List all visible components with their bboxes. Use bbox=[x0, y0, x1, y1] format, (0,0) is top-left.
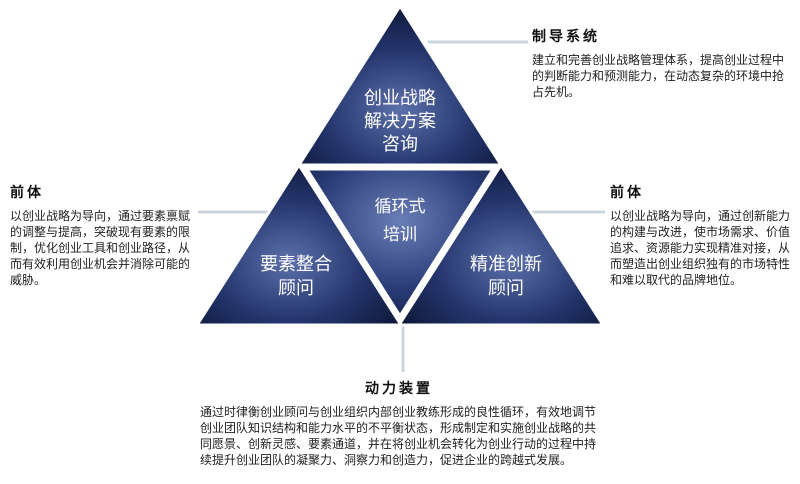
pyramid-right-label-line2: 顾问 bbox=[488, 278, 524, 299]
pyramid-top-label-line3: 咨询 bbox=[382, 134, 418, 155]
left-body-title: 前体 bbox=[10, 185, 44, 201]
power-unit-box: 动力装置 通过时律衡创业顾问与创业组织内部创业教练形成的良性循环，有效地调节创业… bbox=[200, 378, 598, 468]
pyramid-top-triangle bbox=[297, 4, 503, 167]
power-unit-text: 通过时律衡创业顾问与创业组织内部创业教练形成的良性循环，有效地调节创业团队知识结… bbox=[200, 405, 597, 467]
left-body-text: 以创业战略为导向，通过要素禀赋的调整与提高，突破现有要素的限制，优化创业工具和创… bbox=[10, 209, 191, 287]
left-body-box: 前体 以创业战略为导向，通过要素禀赋的调整与提高，突破现有要素的限制，优化创业工… bbox=[10, 182, 190, 288]
right-body-box: 前体 以创业战略为导向，通过创新能力的构建与改进，使市场需求、价值追求、资源能力… bbox=[610, 182, 794, 288]
right-body-text: 以创业战略为导向，通过创新能力的构建与改进，使市场需求、价值追求、资源能力实现精… bbox=[610, 209, 791, 287]
pyramid-top-label-line1: 创业战略 bbox=[364, 88, 436, 109]
pyramid-center-label-line2: 培训 bbox=[383, 225, 417, 245]
pyramid-right-triangle bbox=[397, 163, 605, 327]
pyramid-left-label-line1: 要素整合 bbox=[260, 254, 332, 275]
pyramid-center-label-line1: 循环式 bbox=[375, 197, 426, 217]
pyramid-top-label-line2: 解决方案 bbox=[364, 111, 436, 132]
guidance-system-text: 建立和完善创业战略管理体系，提高创业过程中的判断能力和预测能力，在动态复杂的环境… bbox=[532, 53, 785, 99]
pyramid-center-triangle bbox=[302, 165, 498, 321]
pyramid-left-triangle bbox=[195, 163, 403, 327]
power-unit-title: 动力装置 bbox=[365, 381, 433, 397]
guidance-system-title: 制导系统 bbox=[532, 29, 600, 45]
pyramid-left-label-line2: 顾问 bbox=[278, 278, 314, 299]
pyramid-right-label-line1: 精准创新 bbox=[470, 254, 542, 275]
guidance-system-box: 制导系统 建立和完善创业战略管理体系，提高创业过程中的判断能力和预测能力，在动态… bbox=[532, 26, 794, 100]
right-body-title: 前体 bbox=[610, 185, 644, 201]
